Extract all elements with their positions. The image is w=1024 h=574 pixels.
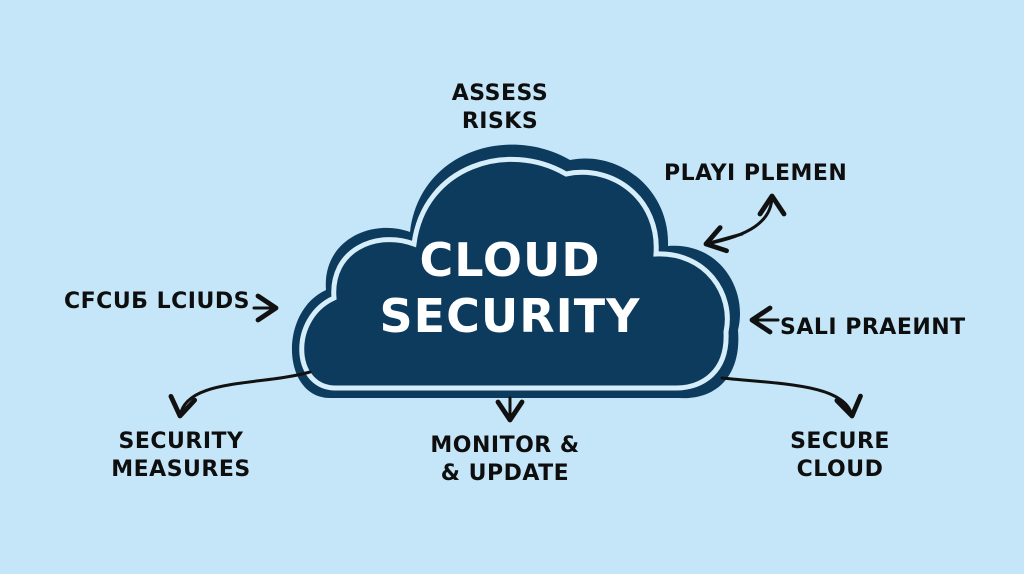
measures-line-2: MEASURES <box>111 457 251 482</box>
secure-line-1: SECURE <box>790 429 890 454</box>
secure-line-2: CLOUD <box>796 457 884 482</box>
monitor-line-1: MONITOR & <box>430 433 580 458</box>
center-line-1: CLOUD <box>419 233 601 287</box>
node-security-measures: SECURITY MEASURES <box>96 428 266 484</box>
arrow-measures <box>168 370 312 419</box>
monitor-line-2: & UPDATE <box>440 461 570 486</box>
node-secure-cloud: SECURE CLOUD <box>770 428 910 484</box>
cloud-security-title: CLOUD SECURITY <box>300 232 720 344</box>
assess-line-2: RISKS <box>461 109 539 134</box>
plan-line-1: PLAYI PLEMEN <box>664 161 848 186</box>
node-left: CFCUБ LCIUDS <box>64 288 250 316</box>
node-right: SALI PRAEИNT <box>780 314 966 342</box>
center-line-2: SECURITY <box>379 289 641 343</box>
left-line-1: CFCUБ LCIUDS <box>64 289 250 314</box>
node-monitor-update: MONITOR & & UPDATE <box>420 432 590 488</box>
arrow-secure <box>720 376 863 419</box>
cloud-light-ring <box>299 156 730 391</box>
node-plan: PLAYI PLEMEN <box>664 160 847 188</box>
right-line-1: SALI PRAEИNT <box>780 315 966 340</box>
measures-line-1: SECURITY <box>118 429 244 454</box>
node-assess-risks: ASSESS RISKS <box>430 80 570 136</box>
cloud-body <box>310 174 716 380</box>
arrow-plan-start <box>703 225 744 254</box>
assess-line-1: ASSESS <box>451 81 549 106</box>
